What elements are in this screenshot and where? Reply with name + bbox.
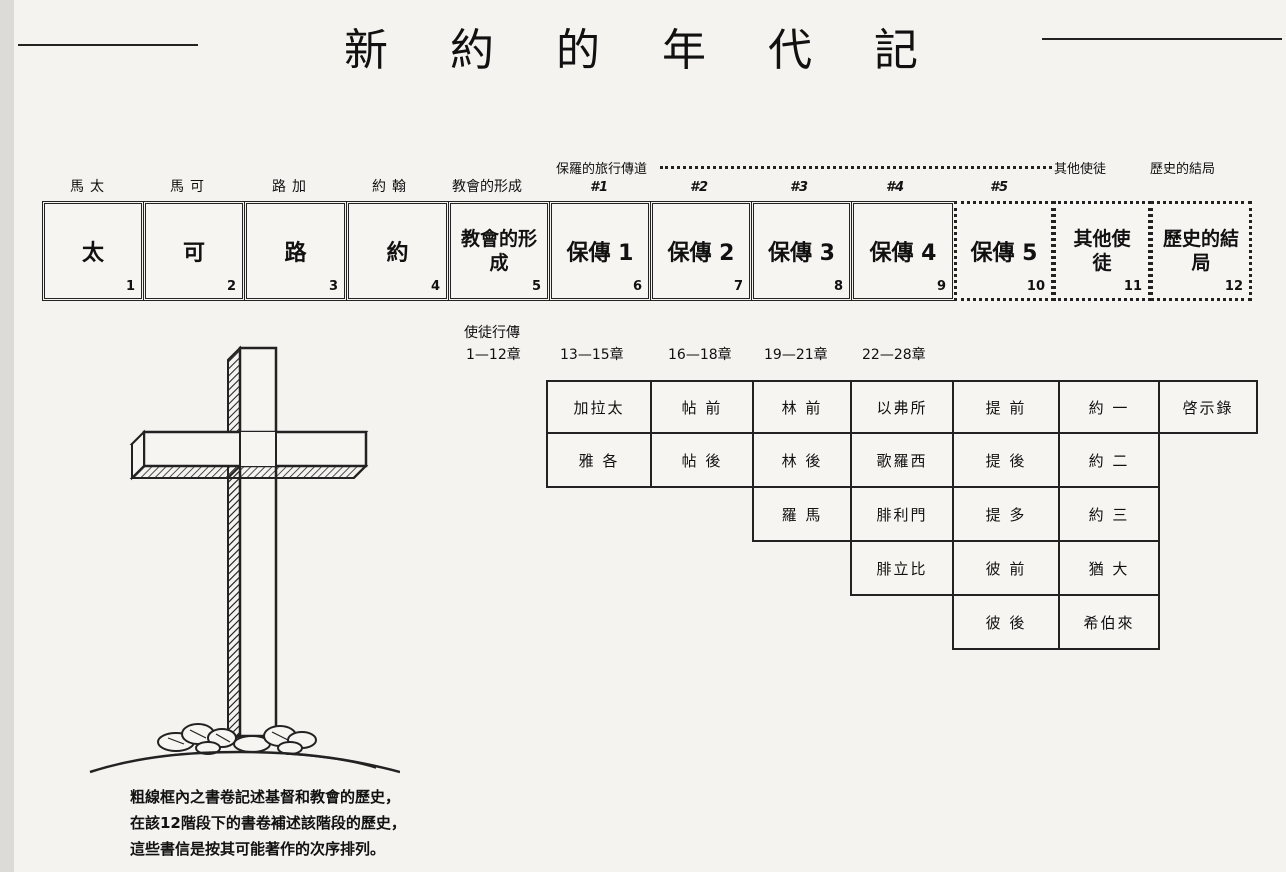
- chapter-range-2: 13—15章: [560, 347, 624, 363]
- epistle-cell: 帖 前: [650, 380, 754, 434]
- stage-number: 3: [328, 279, 338, 294]
- epistle-cell: 啓示錄: [1158, 380, 1258, 434]
- stage-box-11: 其他使徒 11: [1053, 201, 1151, 301]
- stage-label: 保傳 2: [667, 241, 735, 266]
- title-rule-left: [18, 44, 198, 46]
- stage-box-10: 保傳 5 10: [954, 201, 1054, 301]
- label-luke: 路加: [272, 179, 312, 195]
- epistle-cell: 約 一: [1058, 380, 1160, 434]
- chapter-range-3: 16—18章: [668, 347, 732, 363]
- stage-label: 歷史的結局: [1163, 228, 1240, 274]
- stage-label: 約: [386, 241, 409, 266]
- label-matthew: 馬太: [70, 179, 110, 195]
- epistle-cell: 希伯來: [1058, 594, 1160, 650]
- stage-number: 4: [430, 279, 440, 294]
- stage-box-6: 保傳 1 6: [549, 201, 651, 301]
- stage-number: 11: [1123, 279, 1142, 294]
- note-line-2: 在該12階段下的書卷補述該階段的歷史，: [130, 814, 406, 832]
- trip-marker-2: #2: [690, 180, 709, 195]
- stage-box-12: 歷史的結局 12: [1150, 201, 1252, 301]
- stage-box-7: 保傳 2 7: [650, 201, 752, 301]
- label-mark: 馬可: [170, 179, 210, 195]
- epistle-cell: 提 後: [952, 432, 1060, 488]
- epistle-cell: 約 二: [1058, 432, 1160, 488]
- stage-label: 保傳 4: [869, 241, 937, 266]
- stage-label: 可: [182, 241, 205, 266]
- chapter-range-4: 19—21章: [764, 347, 828, 363]
- trip-marker-1: #1: [590, 180, 609, 195]
- stage-box-1: 太 1: [42, 201, 144, 301]
- stage-box-5: 教會的形成 5: [448, 201, 550, 301]
- epistle-cell: 彼 後: [952, 594, 1060, 650]
- epistle-cell: 腓利門: [850, 486, 954, 542]
- stage-label: 路: [284, 241, 307, 266]
- stage-label: 太: [81, 241, 104, 266]
- cross-illustration: [89, 345, 400, 774]
- journey-dotted-line: [660, 166, 1052, 169]
- label-acts: 使徒行傳: [464, 325, 520, 341]
- stage-row: 太 1 可 2 路 3 約 4 教會的形成 5 保傳 1 6 保傳 2 7 保傳…: [42, 201, 1282, 301]
- trip-marker-3: #3: [790, 180, 809, 195]
- label-church-formation: 教會的形成: [452, 179, 522, 195]
- stage-label: 教會的形成: [461, 228, 538, 274]
- stage-number: 9: [936, 279, 946, 294]
- stage-box-9: 保傳 4 9: [851, 201, 955, 301]
- stage-number: 6: [632, 279, 642, 294]
- label-end-of-history: 歷史的結局: [1150, 162, 1216, 177]
- epistle-cell: 提 前: [952, 380, 1060, 434]
- stage-box-4: 約 4: [346, 201, 449, 301]
- epistle-cell: 以弗所: [850, 380, 954, 434]
- epistle-cell: 雅 各: [546, 432, 652, 488]
- stage-number: 1: [125, 279, 135, 294]
- stage-label: 保傳 5: [970, 241, 1038, 266]
- epistle-cell: 羅 馬: [752, 486, 852, 542]
- stage-box-2: 可 2: [143, 201, 245, 301]
- page-edge-shadow: [0, 0, 14, 872]
- epistle-cell: 約 三: [1058, 486, 1160, 542]
- epistle-cell: 彼 前: [952, 540, 1060, 596]
- label-paul-journeys: 保羅的旅行傳道: [556, 162, 648, 177]
- stage-number: 8: [833, 279, 843, 294]
- stage-number: 10: [1026, 279, 1045, 294]
- epistle-cell: 林 後: [752, 432, 852, 488]
- stage-number: 2: [226, 279, 236, 294]
- epistle-cell: 歌羅西: [850, 432, 954, 488]
- label-john: 約翰: [372, 179, 412, 195]
- epistle-cell: 腓立比: [850, 540, 954, 596]
- note-line-1: 粗線框內之書卷記述基督和教會的歷史，: [130, 788, 401, 806]
- page-title: 新 約 的 年 代 記: [344, 25, 942, 76]
- chapter-range-1: 1—12章: [466, 347, 521, 363]
- trip-marker-4: #4: [886, 180, 905, 195]
- stage-number: 5: [531, 279, 541, 294]
- stage-label: 保傳 3: [768, 241, 835, 266]
- chapter-range-5: 22—28章: [862, 347, 926, 363]
- epistle-cell: 帖 後: [650, 432, 754, 488]
- stage-box-8: 保傳 3 8: [751, 201, 852, 301]
- stage-label: 保傳 1: [566, 241, 634, 266]
- stage-label: 其他使徒: [1073, 228, 1131, 274]
- stage-number: 12: [1224, 279, 1243, 294]
- note-line-3: 這些書信是按其可能著作的次序排列。: [130, 840, 386, 858]
- trip-marker-5: #5: [990, 180, 1009, 195]
- epistle-cell: 加拉太: [546, 380, 652, 434]
- stage-box-3: 路 3: [244, 201, 347, 301]
- epistle-cell: 猶 大: [1058, 540, 1160, 596]
- stage-number: 7: [733, 279, 743, 294]
- label-other-apostles: 其他使徒: [1054, 162, 1107, 177]
- epistle-cell: 林 前: [752, 380, 852, 434]
- title-rule-right: [1042, 38, 1282, 40]
- epistle-cell: 提 多: [952, 486, 1060, 542]
